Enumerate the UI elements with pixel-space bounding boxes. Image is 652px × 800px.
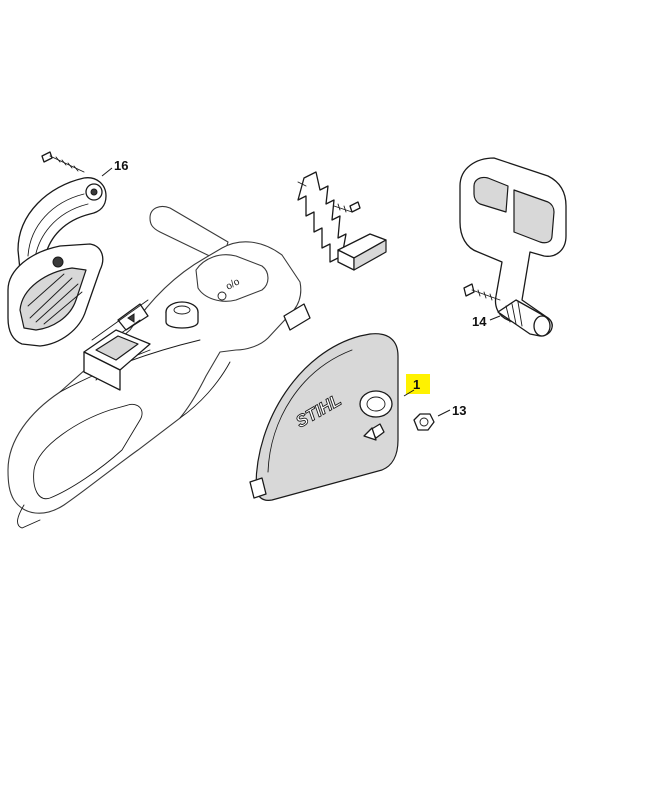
bumper-spike-assembly: [297, 171, 387, 271]
callout-part-13: 13: [452, 403, 466, 418]
saw-body-outline: o/o: [7, 205, 311, 529]
leader-part-1: [403, 389, 415, 397]
part-13-nut: [413, 413, 435, 431]
callout-part-1: 1: [413, 377, 420, 392]
part-16-guard: [7, 151, 107, 347]
cover-mount-block: [83, 329, 151, 391]
callout-part-16: 16: [114, 158, 128, 173]
part-14-hand-guard: [459, 157, 567, 337]
callout-part-14: 14: [472, 314, 487, 329]
leader-part-16: [101, 167, 113, 177]
leader-part-14: [489, 315, 501, 321]
leader-part-13: [437, 409, 451, 417]
part-1-sprocket-cover: [249, 333, 399, 501]
part-1-highlight: [406, 374, 430, 394]
